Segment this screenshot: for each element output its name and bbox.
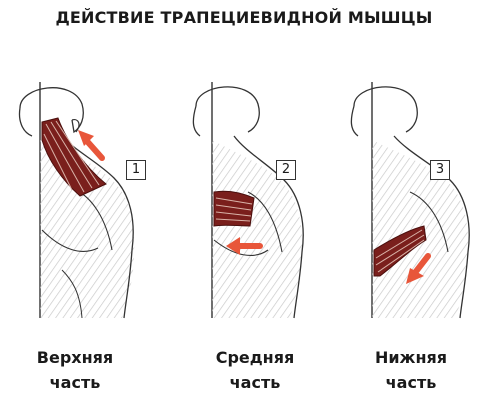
- caption-lower-line2: часть: [385, 373, 437, 392]
- panel-number-2: 2: [276, 160, 296, 180]
- panel-upper-trapezius: [2, 80, 152, 320]
- caption-middle-line1: Средняя: [215, 348, 295, 367]
- direction-arrow-up-left: [78, 130, 105, 161]
- lower-trapezius-muscle: [373, 225, 427, 277]
- panel-lower-trapezius: [332, 80, 482, 320]
- direction-arrow-down-left: [406, 253, 431, 284]
- panel-number-1: 1: [126, 160, 146, 180]
- caption-upper-line2: часть: [49, 373, 101, 392]
- caption-middle: Средняя часть: [190, 345, 320, 395]
- caption-upper-line1: Верхняя: [36, 348, 114, 367]
- caption-upper: Верхняя часть: [10, 345, 140, 395]
- back-illustration-middle: [192, 82, 304, 319]
- caption-lower: Нижняя часть: [346, 345, 476, 395]
- direction-arrow-left: [226, 237, 263, 255]
- back-illustration-upper: [18, 82, 135, 319]
- back-illustration-lower: [350, 82, 470, 319]
- diagram-title: ДЕЙСТВИЕ ТРАПЕЦИЕВИДНОЙ МЫШЦЫ: [55, 8, 433, 27]
- panel-number-3: 3: [430, 160, 450, 180]
- caption-middle-line2: часть: [229, 373, 281, 392]
- caption-lower-line1: Нижняя: [374, 348, 448, 367]
- panel-middle-trapezius: [168, 80, 318, 320]
- middle-trapezius-muscle: [213, 190, 255, 227]
